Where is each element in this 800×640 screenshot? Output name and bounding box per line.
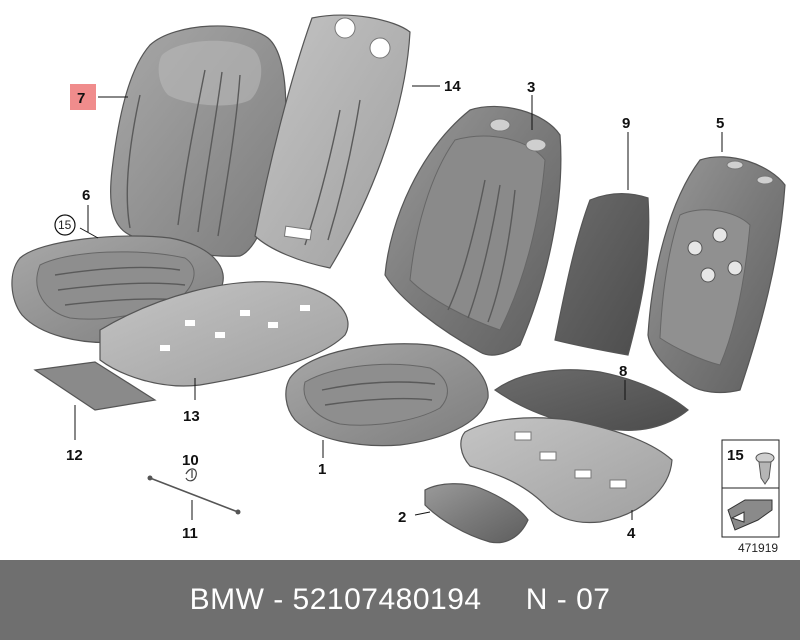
callout-2: 2 bbox=[398, 509, 406, 526]
callout-labels: 7 14 3 9 5 6 15 13 12 8 1 10 11 2 4 bbox=[54, 78, 724, 542]
callout-12: 12 bbox=[66, 447, 83, 464]
callout-7: 7 bbox=[77, 90, 85, 107]
callout-1: 1 bbox=[318, 461, 326, 478]
drawing-number: 471919 bbox=[738, 541, 778, 555]
part-14-backrest-pad bbox=[254, 14, 411, 269]
leader-lines bbox=[74, 85, 723, 520]
part-1-seat-cushion bbox=[285, 343, 489, 447]
part-12-foam-insert bbox=[33, 361, 157, 411]
part-13-seat-pad bbox=[99, 281, 349, 387]
clip-fastener-icon bbox=[755, 452, 775, 485]
part-5-backrest-rear-shell bbox=[647, 156, 786, 394]
seat-parts-diagram: 7 14 3 9 5 6 15 13 12 8 1 10 11 2 4 15 4… bbox=[11, 14, 786, 555]
part-10-clip bbox=[185, 468, 197, 482]
callout-14: 14 bbox=[444, 78, 461, 95]
footer-banner: BMW - 52107480194 N - 07 bbox=[0, 560, 800, 640]
callout-4: 4 bbox=[627, 525, 636, 542]
part-4-seat-pan bbox=[460, 417, 673, 524]
callout-11: 11 bbox=[182, 525, 198, 542]
callout-9: 9 bbox=[622, 115, 630, 132]
legend-box: 15 bbox=[721, 439, 780, 538]
direction-arrow-icon bbox=[727, 499, 773, 531]
legend-item-number: 15 bbox=[727, 447, 744, 464]
callout-8: 8 bbox=[619, 363, 627, 380]
part-11-wire bbox=[147, 475, 241, 515]
part-3-backrest-frame bbox=[384, 105, 562, 356]
part-7-backrest-cover bbox=[110, 25, 287, 257]
part-2-thigh-support bbox=[424, 483, 529, 544]
callout-5: 5 bbox=[716, 115, 724, 132]
callout-7-highlight bbox=[70, 84, 96, 110]
callout-10: 10 bbox=[182, 452, 199, 469]
part-9-rear-panel bbox=[554, 193, 650, 356]
callout-3: 3 bbox=[527, 79, 535, 96]
callout-13: 13 bbox=[183, 408, 200, 425]
callout-6: 6 bbox=[82, 187, 90, 204]
part-number-text: BMW - 52107480194 N - 07 bbox=[189, 583, 611, 616]
callout-15-circle bbox=[54, 214, 76, 236]
callout-15: 15 bbox=[58, 218, 72, 232]
